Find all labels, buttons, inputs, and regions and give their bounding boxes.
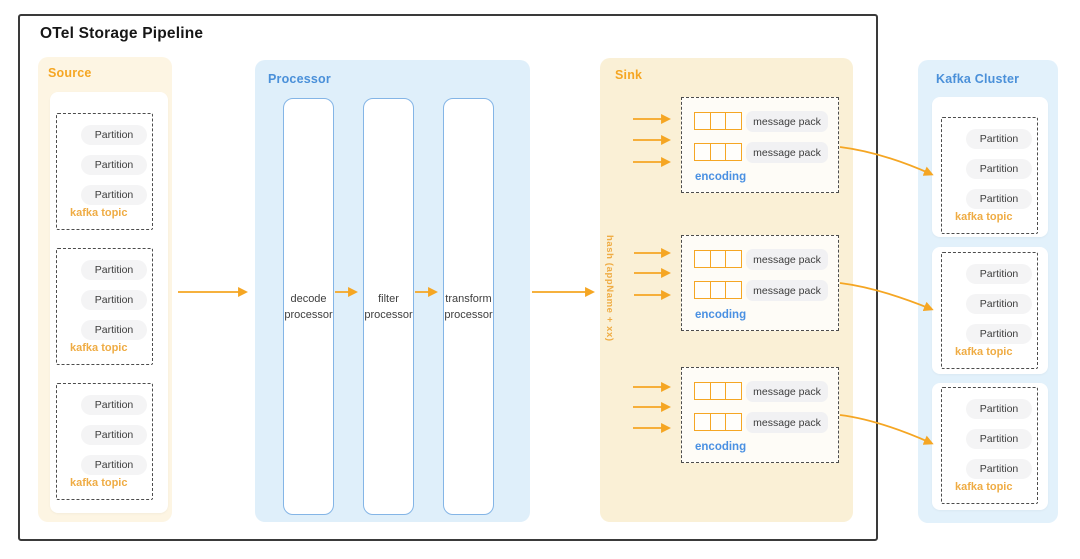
buffer-cells-icon — [694, 112, 742, 130]
source-topic-box: Partition Partition Partition kafka topi… — [56, 113, 153, 230]
buffer-cells-icon — [694, 143, 742, 161]
partition-pill: Partition — [966, 159, 1032, 179]
stage-label-line: decode — [290, 292, 327, 305]
partition-pill: Partition — [81, 155, 147, 175]
transform-processor-stage: transform processor — [443, 98, 494, 515]
buffer-cells-icon — [694, 250, 742, 268]
partition-pill: Partition — [966, 459, 1032, 479]
partition-pill: Partition — [966, 129, 1032, 149]
message-pack-pill: message pack — [746, 249, 828, 270]
partition-pill: Partition — [966, 324, 1032, 344]
encoding-label: encoding — [695, 309, 747, 321]
sink-label: Sink — [615, 68, 643, 82]
buffer-cells-icon — [694, 382, 742, 400]
encoding-label: encoding — [695, 441, 747, 453]
partition-pill: Partition — [966, 189, 1032, 209]
message-pack-pill: message pack — [746, 142, 828, 163]
stage-label-line: processor — [364, 308, 413, 321]
buffer-cells-icon — [694, 413, 742, 431]
kafka-topic-label: kafka topic — [70, 342, 128, 354]
kafka-topic-label: kafka topic — [70, 477, 128, 489]
processor-label: Processor — [268, 72, 331, 86]
message-pack-pill: message pack — [746, 412, 828, 433]
partition-pill: Partition — [81, 260, 147, 280]
kafka-cluster-topic-box: Partition Partition Partition kafka topi… — [941, 117, 1038, 234]
decode-processor-stage: decode processor — [283, 98, 334, 515]
kafka-topic-label: kafka topic — [955, 211, 1013, 223]
partition-pill: Partition — [966, 429, 1032, 449]
sink-encoding-box: message pack message pack encoding — [681, 367, 839, 463]
stage-label-line: transform — [445, 292, 492, 305]
partition-pill: Partition — [81, 455, 147, 475]
stage-label-line: processor — [444, 308, 493, 321]
message-pack-pill: message pack — [746, 381, 828, 402]
encoding-label: encoding — [695, 171, 747, 183]
stage-label-line: filter — [378, 292, 399, 305]
kafka-cluster-topic-box: Partition Partition Partition kafka topi… — [941, 387, 1038, 504]
partition-pill: Partition — [966, 399, 1032, 419]
sink-encoding-box: message pack message pack encoding — [681, 97, 839, 193]
buffer-cells-icon — [694, 281, 742, 299]
partition-pill: Partition — [81, 290, 147, 310]
source-label: Source — [48, 66, 92, 80]
partition-pill: Partition — [81, 320, 147, 340]
partition-pill: Partition — [81, 395, 147, 415]
hash-key-label: hash (appName + xx) — [604, 235, 615, 342]
kafka-topic-label: kafka topic — [70, 207, 128, 219]
stage-label-line: processor — [284, 308, 333, 321]
partition-pill: Partition — [966, 264, 1032, 284]
kafka-topic-label: kafka topic — [955, 346, 1013, 358]
kafka-cluster-topic-box: Partition Partition Partition kafka topi… — [941, 252, 1038, 369]
message-pack-pill: message pack — [746, 280, 828, 301]
partition-pill: Partition — [81, 425, 147, 445]
kafka-cluster-label: Kafka Cluster — [936, 72, 1020, 86]
partition-pill: Partition — [81, 185, 147, 205]
source-topic-box: Partition Partition Partition kafka topi… — [56, 248, 153, 365]
source-topic-box: Partition Partition Partition kafka topi… — [56, 383, 153, 500]
filter-processor-stage: filter processor — [363, 98, 414, 515]
sink-encoding-box: message pack message pack encoding — [681, 235, 839, 331]
partition-pill: Partition — [966, 294, 1032, 314]
message-pack-pill: message pack — [746, 111, 828, 132]
partition-pill: Partition — [81, 125, 147, 145]
page-title: OTel Storage Pipeline — [40, 25, 204, 42]
kafka-topic-label: kafka topic — [955, 481, 1013, 493]
